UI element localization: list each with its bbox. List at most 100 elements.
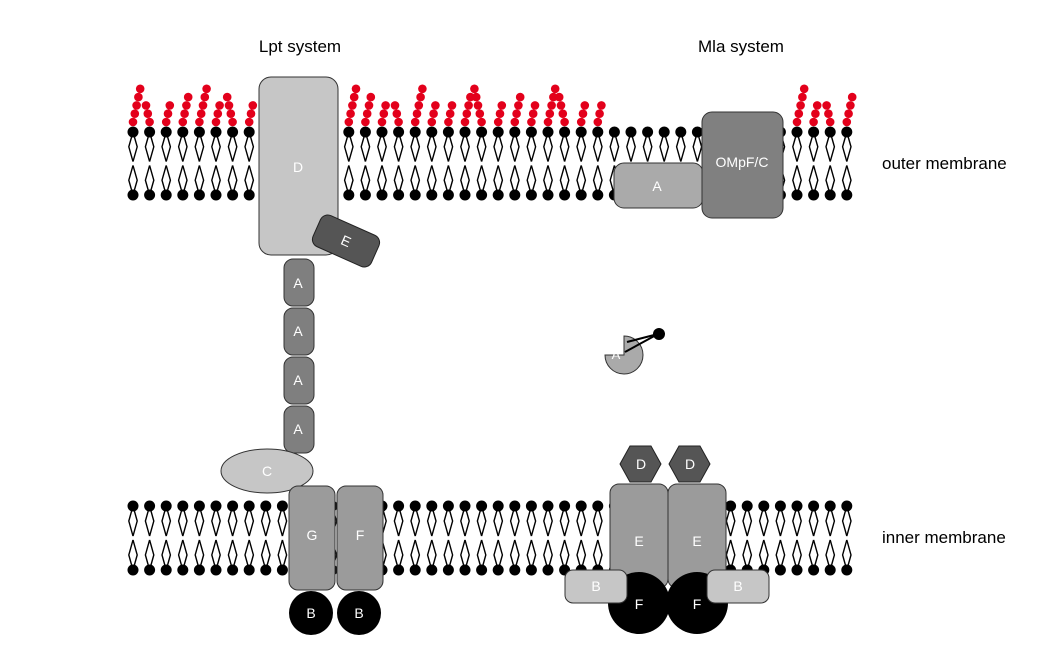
mla-ompf-protein: OMpF/C <box>701 111 784 219</box>
lipid <box>841 126 853 201</box>
lps-chain <box>444 101 457 127</box>
mla-system-title: Mla system <box>698 37 784 56</box>
mla-d-right-label: D <box>685 456 695 472</box>
lpt-a-label: A <box>293 372 303 388</box>
lpt-f-label: F <box>356 527 365 543</box>
lps-chain <box>842 92 857 127</box>
lpt-a-protein: A <box>283 405 315 454</box>
inner-membrane-label: inner membrane <box>882 528 1006 547</box>
lipid <box>409 500 421 576</box>
lipid <box>144 500 156 576</box>
lipid <box>476 126 488 201</box>
lps-chain <box>792 84 809 127</box>
lpt-b-right-protein: B <box>337 591 381 635</box>
mla-a-outer-protein: A <box>613 162 704 209</box>
lpt-a-chain: A A A A <box>283 258 315 454</box>
lipid <box>476 500 488 576</box>
lipid <box>492 500 504 576</box>
lipid <box>592 500 604 576</box>
mla-e-right-label: E <box>692 533 701 549</box>
lipid <box>144 126 156 201</box>
mla-f-left-label: F <box>635 596 644 612</box>
lipid <box>459 500 471 576</box>
lipid <box>824 126 836 201</box>
lps-chain <box>361 92 376 127</box>
lipid <box>575 126 587 201</box>
lps-chain <box>593 101 606 127</box>
mla-f-right-label: F <box>693 596 702 612</box>
lipid <box>442 126 454 201</box>
lps-chain <box>377 101 390 127</box>
inner-membrane-bilayer <box>127 500 853 576</box>
lpt-system-title: Lpt system <box>259 37 341 56</box>
mla-d-left-label: D <box>636 456 646 472</box>
lpt-a-protein: A <box>283 356 315 405</box>
lipid <box>758 500 770 576</box>
lipid <box>227 126 239 201</box>
lipid <box>426 500 438 576</box>
lipid <box>359 126 371 201</box>
lipid <box>509 126 521 201</box>
lipid <box>210 126 222 201</box>
lipid <box>127 126 139 201</box>
lipid <box>276 500 288 576</box>
lps-chain <box>128 84 145 127</box>
mla-b-right-protein: B <box>706 569 770 604</box>
lps-outer-leaflet <box>128 84 857 127</box>
lipid <box>525 500 537 576</box>
mla-b-right-label: B <box>733 578 742 594</box>
lps-chain <box>195 84 211 127</box>
lpt-f-protein: F <box>336 485 384 591</box>
lipid <box>227 500 239 576</box>
mla-e-left-label: E <box>634 533 643 549</box>
lpt-a-protein: A <box>283 258 315 307</box>
lipid <box>791 500 803 576</box>
lps-chain <box>141 101 154 127</box>
lipid <box>741 500 753 576</box>
lipid <box>177 126 189 201</box>
outer-membrane-label: outer membrane <box>882 154 1007 173</box>
lipid <box>160 500 172 576</box>
lpt-a-label: A <box>293 421 303 437</box>
lpt-b-left-label: B <box>306 605 315 621</box>
mla-ompf-label: OMpF/C <box>716 154 769 170</box>
lps-chain <box>822 101 835 127</box>
lpt-c-label: C <box>262 463 272 479</box>
lipid <box>509 500 521 576</box>
lipid <box>193 500 205 576</box>
lps-chain <box>390 101 403 127</box>
lipid <box>393 500 405 576</box>
lpt-g-protein: G <box>288 485 336 591</box>
lipid <box>559 126 571 201</box>
mla-d-right-protein: D <box>668 445 711 483</box>
lipid <box>791 126 803 201</box>
lipid <box>210 500 222 576</box>
lipid <box>243 500 255 576</box>
lpt-b-right-label: B <box>354 605 363 621</box>
lipid <box>808 126 820 201</box>
lipid <box>542 126 554 201</box>
lipid <box>808 500 820 576</box>
lps-chain <box>178 92 193 127</box>
lpt-c-protein: C <box>220 448 314 494</box>
lipid <box>442 500 454 576</box>
lpt-a-label: A <box>293 323 303 339</box>
lpt-d-label: D <box>293 159 303 175</box>
lps-chain <box>809 101 822 127</box>
lipid <box>243 126 255 201</box>
lps-chain <box>527 101 540 127</box>
lpt-e-protein: E <box>311 214 381 268</box>
mla-a-carrier-protein: A <box>604 328 665 375</box>
lipid <box>592 126 604 201</box>
lps-chain <box>244 101 258 127</box>
lipid <box>575 500 587 576</box>
mla-b-left-label: B <box>591 578 600 594</box>
lipid <box>459 126 471 201</box>
lps-chain <box>576 101 590 127</box>
mla-d-left-protein: D <box>619 445 662 483</box>
lps-chain <box>493 101 507 127</box>
lps-chain <box>222 92 237 127</box>
lpt-d-protein: D <box>258 76 339 256</box>
lipid <box>841 500 853 576</box>
